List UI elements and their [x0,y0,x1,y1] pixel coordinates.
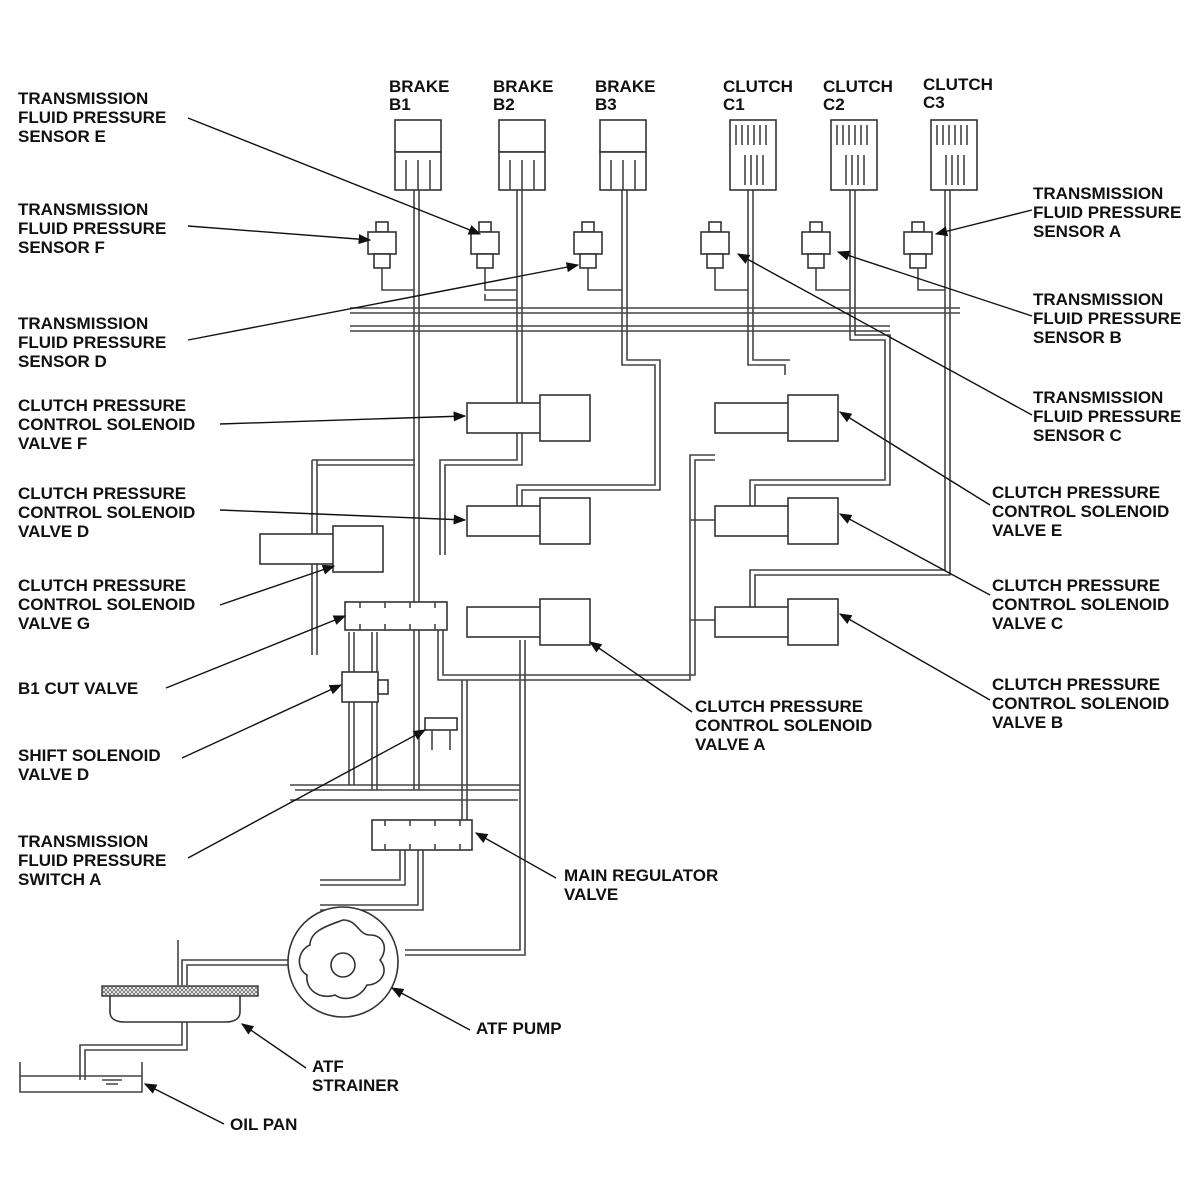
label-sensor-a: TRANSMISSION FLUID PRESSURE SENSOR A [1033,184,1186,241]
atf-pump [287,906,399,1018]
label-solenoid-g: CLUTCH PRESSURE CONTROL SOLENOID VALVE G [18,576,200,633]
shift-solenoid-valve-d [341,671,389,703]
b1-cut-valve [344,601,448,631]
label-solenoid-f: CLUTCH PRESSURE CONTROL SOLENOID VALVE F [18,396,200,453]
clutch-c3 [930,119,978,191]
solenoid-valve-a [466,598,591,646]
pressure-sensor-e [470,221,517,301]
leader-lines [143,117,1033,1125]
labels: BRAKE B1 BRAKE B2 BRAKE B3 CLUTCH C1 CLU… [18,75,1186,1134]
pressure-sensor-a [903,221,945,291]
clutch-c1 [729,119,777,191]
label-solenoid-e: CLUTCH PRESSURE CONTROL SOLENOID VALVE E [992,483,1174,540]
solenoid-valve-c [714,497,839,545]
label-solenoid-d: CLUTCH PRESSURE CONTROL SOLENOID VALVE D [18,484,200,541]
label-atf-pump: ATF PUMP [476,1019,562,1038]
brake-b1 [394,119,442,191]
brake-b3 [599,119,647,191]
pressure-sensor-d [573,221,622,291]
label-clutch-c1: CLUTCH C1 [723,77,798,114]
solenoid-valve-f [466,394,591,442]
label-solenoid-a: CLUTCH PRESSURE CONTROL SOLENOID VALVE A [695,697,877,754]
label-main-regulator: MAIN REGULATOR VALVE [564,866,723,904]
label-sensor-e: TRANSMISSION FLUID PRESSURE SENSOR E [18,89,171,146]
label-clutch-c2: CLUTCH C2 [823,77,898,114]
hydraulic-lines [79,190,960,1080]
label-pressure-switch-a: TRANSMISSION FLUID PRESSURE SWITCH A [18,832,171,889]
brake-b2 [498,119,546,191]
pressure-sensor-b [801,221,850,291]
pressure-switch-a [424,717,458,750]
main-regulator-valve [371,819,473,851]
solenoid-valve-b [714,598,839,646]
solenoid-valve-g [259,525,384,573]
label-solenoid-b: CLUTCH PRESSURE CONTROL SOLENOID VALVE B [992,675,1174,732]
label-oil-pan: OIL PAN [230,1115,297,1134]
label-shift-solenoid-d: SHIFT SOLENOID VALVE D [18,746,165,784]
oil-pan [19,1062,143,1093]
solenoid-valve-e [714,394,839,442]
label-brake-b2: BRAKE B2 [493,77,558,114]
label-sensor-f: TRANSMISSION FLUID PRESSURE SENSOR F [18,200,171,257]
label-sensor-b: TRANSMISSION FLUID PRESSURE SENSOR B [1033,290,1186,347]
label-clutch-c3: CLUTCH C3 [923,75,998,112]
label-brake-b1: BRAKE B1 [389,77,454,114]
pressure-sensor-c [700,221,748,291]
clutch-c2 [830,119,878,191]
label-sensor-d: TRANSMISSION FLUID PRESSURE SENSOR D [18,314,171,371]
label-sensor-c: TRANSMISSION FLUID PRESSURE SENSOR C [1033,388,1186,445]
label-brake-b3: BRAKE B3 [595,77,660,114]
label-atf-strainer: ATF STRAINER [312,1057,399,1095]
label-b1-cut-valve: B1 CUT VALVE [18,679,138,698]
solenoid-valve-d [466,497,591,545]
atf-strainer [101,985,259,1023]
label-solenoid-c: CLUTCH PRESSURE CONTROL SOLENOID VALVE C [992,576,1174,633]
pressure-sensor-f [367,221,414,291]
